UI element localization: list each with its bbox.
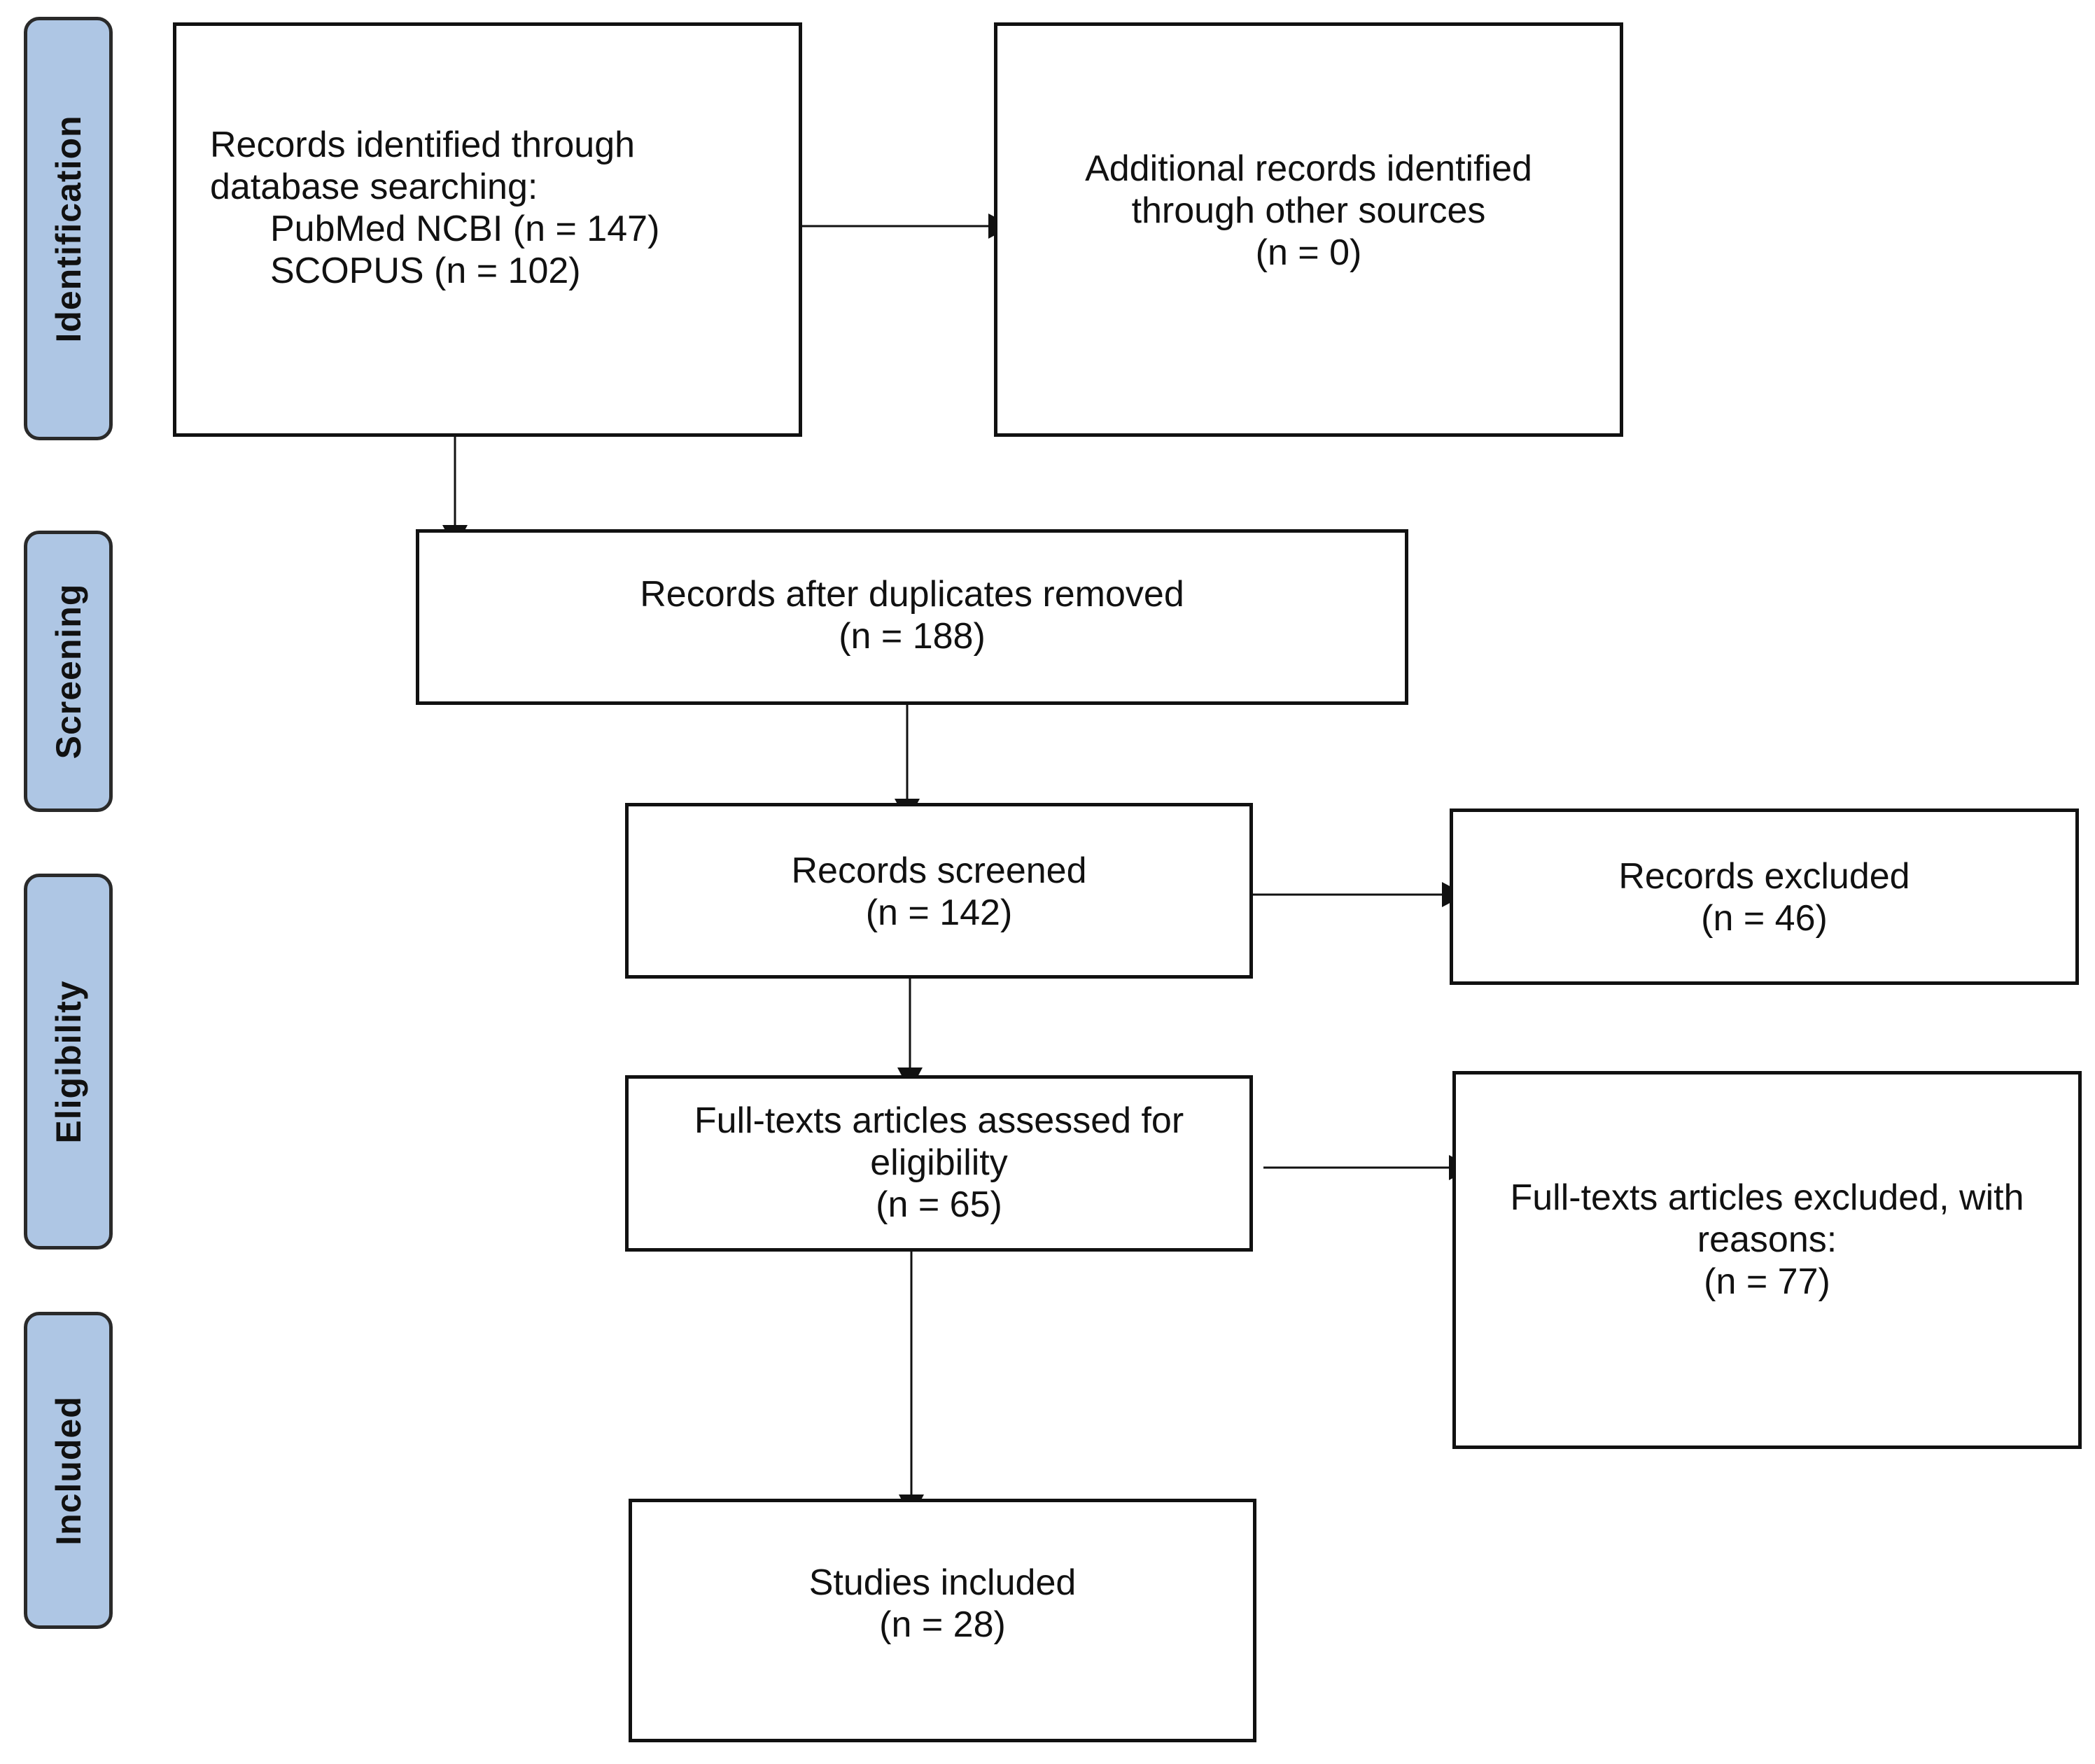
box-records-screened: Records screened (n = 142) bbox=[625, 803, 1253, 979]
records-identified-line-2: database searching: bbox=[210, 167, 538, 207]
phase-identification: Identification bbox=[24, 17, 113, 440]
records-identified-pubmed: PubMed NCBI (n = 147) bbox=[270, 209, 660, 249]
additional-records-line-1: Additional records identified bbox=[1085, 148, 1532, 189]
box-studies-included: Studies included (n = 28) bbox=[629, 1499, 1256, 1742]
box-fulltext-excluded: Full-texts articles excluded, with reaso… bbox=[1452, 1071, 2082, 1449]
records-excluded-line-1: Records excluded bbox=[1618, 856, 1910, 897]
box-records-excluded: Records excluded (n = 46) bbox=[1450, 808, 2079, 985]
box-records-identified: Records identified through database sear… bbox=[173, 22, 802, 437]
studies-included-line-1: Studies included bbox=[808, 1562, 1077, 1603]
additional-records-line-2: through other sources bbox=[1131, 190, 1486, 231]
duplicates-removed-count: (n = 188) bbox=[839, 616, 986, 657]
fulltext-assessed-line-1: Full-texts articles assessed for bbox=[694, 1100, 1184, 1141]
records-screened-count: (n = 142) bbox=[865, 892, 1013, 933]
phase-included: Included bbox=[24, 1312, 113, 1629]
duplicates-removed-line-1: Records after duplicates removed bbox=[640, 574, 1184, 615]
fulltext-excluded-count: (n = 77) bbox=[1704, 1261, 1830, 1302]
records-identified-line-1: Records identified through bbox=[210, 125, 636, 165]
box-additional-records: Additional records identified through ot… bbox=[994, 22, 1623, 437]
fulltext-assessed-line-2: eligibility bbox=[870, 1142, 1008, 1183]
records-identified-scopus: SCOPUS (n = 102) bbox=[270, 251, 581, 291]
additional-records-count: (n = 0) bbox=[1255, 232, 1362, 273]
fulltext-excluded-line-2: reasons: bbox=[1697, 1219, 1837, 1260]
studies-included-count: (n = 28) bbox=[879, 1604, 1006, 1645]
phase-eligibility: Eligibility bbox=[24, 874, 113, 1250]
fulltext-assessed-count: (n = 65) bbox=[876, 1184, 1002, 1225]
box-duplicates-removed: Records after duplicates removed (n = 18… bbox=[416, 529, 1408, 705]
box-fulltext-assessed: Full-texts articles assessed for eligibi… bbox=[625, 1075, 1253, 1252]
phase-screening: Screening bbox=[24, 531, 113, 812]
records-excluded-count: (n = 46) bbox=[1701, 898, 1828, 939]
fulltext-excluded-line-1: Full-texts articles excluded, with bbox=[1510, 1177, 2024, 1218]
records-screened-line-1: Records screened bbox=[791, 850, 1087, 891]
